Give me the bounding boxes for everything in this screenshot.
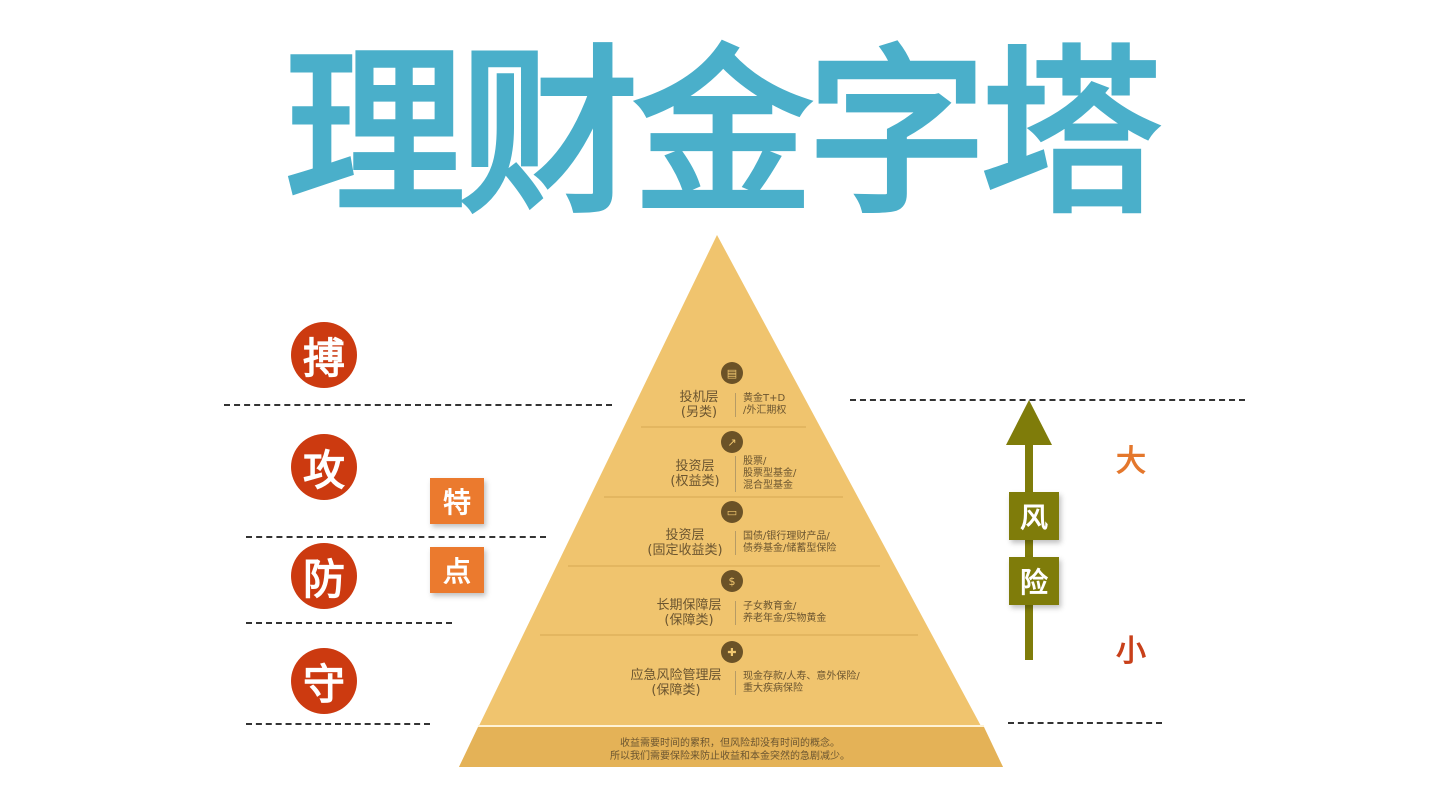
risk-low-label: 小 xyxy=(1116,634,1146,669)
layer-label: 长期保障层 (保障类) xyxy=(644,598,734,628)
divider-line xyxy=(246,536,546,538)
layer-name: 投机层 xyxy=(679,390,719,405)
feature-box: 特 xyxy=(430,478,484,524)
page-title: 理财金字塔 xyxy=(284,30,1161,239)
divider-line xyxy=(246,622,452,624)
layer-item: 国债/银行理财产品/ xyxy=(743,531,830,542)
layer-items: 股票/ 股票型基金/ 混合型基金 xyxy=(735,456,796,492)
layer-label: 投机层 (另类) xyxy=(664,390,734,420)
layer-label: 投资层 (固定收益类) xyxy=(636,528,734,558)
pyramid-base xyxy=(459,727,1003,767)
medical-bag-icon: ✚ xyxy=(721,641,743,663)
layer-category: (另类) xyxy=(680,405,718,420)
chart-icon: ↗ xyxy=(721,431,743,453)
layer-items: 国债/银行理财产品/ 债券基金/储蓄型保险 xyxy=(735,531,836,555)
layer-label: 应急风险管理层 (保障类) xyxy=(618,668,734,698)
layer-item: /外汇期权 xyxy=(743,405,787,416)
layer-item: 股票/ xyxy=(743,456,767,467)
footer-line: 收益需要时间的累积，但风险却没有时间的概念。 xyxy=(620,738,840,749)
pyramid-footer-note: 收益需要时间的累积，但风险却没有时间的概念。 所以我们需要保险来防止收益和本金突… xyxy=(470,737,990,763)
risk-box: 风 xyxy=(1009,492,1059,540)
stance-circle: 守 xyxy=(291,648,357,714)
layer-item: 债券基金/储蓄型保险 xyxy=(743,543,837,554)
feature-box: 点 xyxy=(430,547,484,593)
layer-item: 现金存款/人寿、意外保险/ xyxy=(743,671,860,682)
layer-item: 股票型基金/ xyxy=(743,468,797,479)
gold-bars-icon: ▤ xyxy=(721,362,743,384)
layer-items: 黄金T+D /外汇期权 xyxy=(735,393,786,417)
divider-line xyxy=(246,723,430,725)
layer-category: (固定收益类) xyxy=(647,543,723,558)
stance-circle: 攻 xyxy=(291,434,357,500)
layer-name: 投资层 xyxy=(675,459,715,474)
layer-category: (权益类) xyxy=(670,474,720,489)
layer-item: 养老年金/实物黄金 xyxy=(743,613,827,624)
layer-item: 黄金T+D xyxy=(743,393,786,404)
divider-line xyxy=(224,404,612,406)
risk-high-label: 大 xyxy=(1116,444,1146,479)
layer-item: 子女教育金/ xyxy=(743,601,797,612)
stance-circle: 防 xyxy=(291,543,357,609)
layer-items: 子女教育金/ 养老年金/实物黄金 xyxy=(735,601,826,625)
divider-line xyxy=(850,399,1245,401)
layer-category: (保障类) xyxy=(651,683,701,698)
money-bag-icon: $ xyxy=(721,570,743,592)
layer-label: 投资层 (权益类) xyxy=(656,459,734,489)
layer-name: 长期保障层 xyxy=(656,598,722,613)
stance-circle: 搏 xyxy=(291,322,357,388)
card-icon: ▭ xyxy=(721,501,743,523)
layer-category: (保障类) xyxy=(664,613,714,628)
risk-box: 险 xyxy=(1009,557,1059,605)
layer-item: 混合型基金 xyxy=(743,480,793,491)
layer-name: 应急风险管理层 xyxy=(630,668,722,683)
layer-name: 投资层 xyxy=(665,528,705,543)
layer-items: 现金存款/人寿、意外保险/ 重大疾病保险 xyxy=(735,671,860,695)
risk-arrow-head xyxy=(1006,400,1052,445)
divider-line xyxy=(1008,722,1162,724)
footer-line: 所以我们需要保险来防止收益和本金突然的急剧减少。 xyxy=(610,751,850,762)
layer-item: 重大疾病保险 xyxy=(743,683,803,694)
